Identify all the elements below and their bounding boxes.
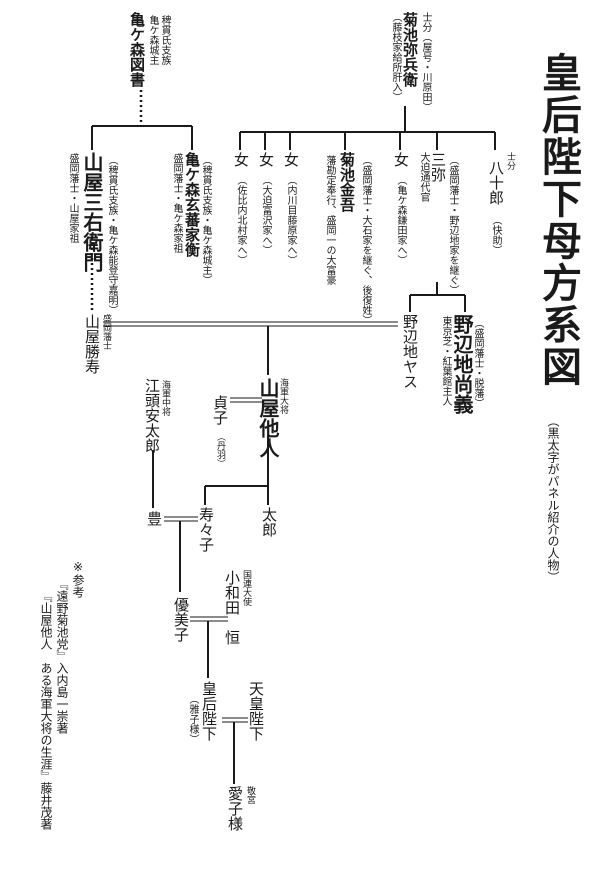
daughter-tomizawa: 女 <box>257 152 275 167</box>
jujuko-name: 寿々子 <box>197 507 215 552</box>
aiko-role: 敬宮 <box>245 786 255 804</box>
genba-name: 亀ケ森玄蕃家衡 <box>183 152 201 257</box>
egashira-name: 江頭安太郎 <box>143 378 161 453</box>
teiko-name: 貞子 <box>211 395 229 425</box>
daughter-kitamura: 女 <box>232 152 250 167</box>
emperor-name: 天皇陛下 <box>247 681 265 741</box>
sanya-note: （盛岡藩士・野辺地家を継ぐ） <box>447 155 458 295</box>
kingo-name: 菊池金吾 <box>338 152 356 212</box>
sanya-role: 大迫通代官 <box>418 152 429 202</box>
daughter-kamata: 女 <box>392 152 410 167</box>
tanin-role: 海軍大将 <box>278 378 288 414</box>
page-title: 皇后陛下母方系図 <box>535 52 581 388</box>
zusho-role-lord: 亀ケ森城主 <box>147 15 158 65</box>
uemon-note-origin: （稗貫氏支族・亀ケ森能登守嘉明） <box>106 155 117 315</box>
katsutoshi-role: 盛岡藩士 <box>101 314 111 350</box>
egashira-role: 海軍中将 <box>160 380 170 416</box>
yahei-name: 菊池弥兵衛 <box>401 12 419 87</box>
yahei-role-office: （藤枝家給所肝入） <box>390 12 401 102</box>
uemon-note-house: 盛岡藩士・山屋家祖 <box>67 153 78 243</box>
hisayoshi-note-occupation: 東京芝・紅葉館主人 <box>440 316 451 406</box>
empress-name: 皇后陛下 <box>200 681 218 741</box>
daughter-fujiwara-note: （内川目藤原家へ） <box>285 175 296 265</box>
taro-name: 太郎 <box>260 507 278 537</box>
yutaka-name: 豊 <box>145 511 163 526</box>
zusho-role-clan: 稗貫氏支族 <box>159 15 170 65</box>
daughter-tomizawa-note: （大迫富沢家へ） <box>260 175 271 255</box>
reference-tono-kikuchi: 『遠野菊池党』入内島一崇著 <box>55 578 69 734</box>
owada-name: 小和田 恒 <box>223 570 241 645</box>
zusho-name: 亀ケ森図書 <box>128 12 146 87</box>
yumiko-name: 優美子 <box>172 597 190 642</box>
empress-note: （雅子様） <box>187 694 198 744</box>
references-label: ※参考 <box>71 560 85 598</box>
kingo-note-office: 藩勘定奉行、盛岡一の大富豪 <box>324 155 335 285</box>
teiko-note: （丹羽） <box>215 432 225 468</box>
aiko-name: 愛子様 <box>226 786 244 831</box>
hachijuro-name: 八十郎 <box>487 160 505 205</box>
hisayoshi-note-status: （盛岡藩士・脱藩） <box>472 318 483 408</box>
hisayoshi-name: 野辺地尚義 <box>450 314 474 414</box>
yahei-role-rank: 士分（屋号・川原田） <box>420 12 431 112</box>
genba-note-house: 盛岡藩士・亀ケ森家祖 <box>171 153 182 253</box>
katsutoshi-name: 山屋勝寿 <box>83 314 101 374</box>
owada-role: 国連大使 <box>241 570 251 606</box>
hachijuro-note: （快助） <box>490 215 501 255</box>
genba-note-origin: （稗貫氏支族・亀ケ森城主） <box>200 155 211 285</box>
page-subtitle: （黒太字がパネル紹介の人物） <box>546 415 560 583</box>
daughter-kamata-note: （亀ケ森鎌田家へ） <box>395 175 406 265</box>
uemon-name: 山屋三右衛門 <box>80 152 104 272</box>
reference-yamaya-tanin: 『山屋他人 ある海軍大将の生涯』藤井茂著 <box>39 590 53 830</box>
hachijuro-role: 士分 <box>505 152 515 170</box>
tanin-name: 山屋他人 <box>256 378 280 458</box>
kingo-note-adoption: （盛岡藩士・大石家を継ぐ、後復姓） <box>360 155 371 325</box>
sanya-name: 三弥 <box>429 152 447 182</box>
daughter-fujiwara: 女 <box>282 152 300 167</box>
daughter-kitamura-note: （佐比内北村家へ） <box>235 175 246 265</box>
yasu-name: 野辺地ヤス <box>401 314 419 389</box>
